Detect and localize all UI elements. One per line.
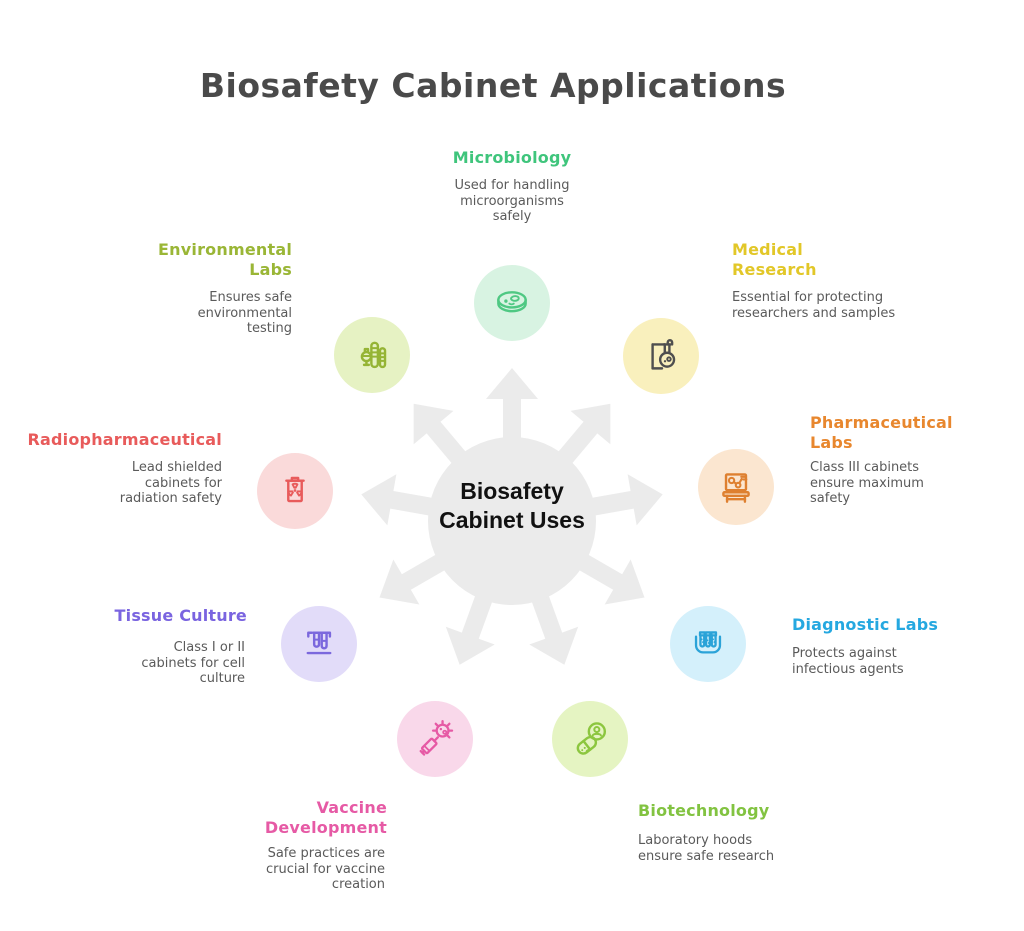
item-description: Essential for protecting researchers and…: [732, 290, 896, 321]
hub-spokes-graphic: [361, 368, 663, 665]
item-icon-circle: [552, 701, 628, 777]
item-heading: Diagnostic Labs: [792, 615, 939, 634]
item-icon-circle: [474, 265, 550, 341]
item-heading: Pharmaceutical Labs: [810, 413, 953, 452]
item-icon-circle: [670, 606, 746, 682]
item-heading: Tissue Culture: [114, 606, 247, 625]
test-tube-rack-icon: [694, 631, 722, 654]
industrial-plant-icon: [360, 341, 387, 369]
item-description: Used for handling microorganisms safely: [454, 178, 570, 224]
item-heading: Biotechnology: [638, 801, 770, 820]
syringe-virus-icon: [419, 719, 454, 756]
item-icon-circle: [397, 701, 473, 777]
radiation-container-icon: [285, 476, 305, 503]
item-description: Lead shielded cabinets for radiation saf…: [119, 460, 222, 506]
item-heading: Environmental Labs: [158, 240, 292, 279]
item-icon-circle: [698, 449, 774, 525]
item-description: Safe practices are crucial for vaccine c…: [265, 846, 385, 892]
item-icon-circle: [257, 453, 333, 529]
hub-circle: [428, 437, 596, 605]
petri-dish-icon: [497, 291, 527, 313]
item-description: Protects against infectious agents: [792, 646, 904, 677]
page-title: Biosafety Cabinet Applications: [199, 66, 787, 105]
capsule-cell-icon: [576, 722, 607, 755]
item-icon-circle: [334, 317, 410, 393]
item-description: Class I or II cabinets for cell culture: [141, 640, 245, 686]
spoke-arrow-microbiology: [486, 368, 538, 461]
item-heading: Microbiology: [452, 148, 572, 167]
item-heading: Medical Research: [732, 240, 817, 279]
flask-stand-icon: [651, 338, 676, 370]
item-description: Laboratory hoods ensure safe research: [638, 833, 775, 864]
item-description: Ensures safe environmental testing: [197, 290, 292, 336]
item-heading: Radiopharmaceutical: [27, 430, 222, 449]
item-icon-circle: [623, 318, 699, 394]
item-heading: Vaccine Development: [264, 798, 387, 837]
item-description: Class III cabinets ensure maximum safety: [810, 460, 924, 506]
lab-bench-icon: [722, 473, 750, 503]
item-icon-circle: [281, 606, 357, 682]
test-tubes-stand-icon: [306, 631, 332, 655]
hub-title: Biosafety Cabinet Uses: [439, 478, 585, 533]
